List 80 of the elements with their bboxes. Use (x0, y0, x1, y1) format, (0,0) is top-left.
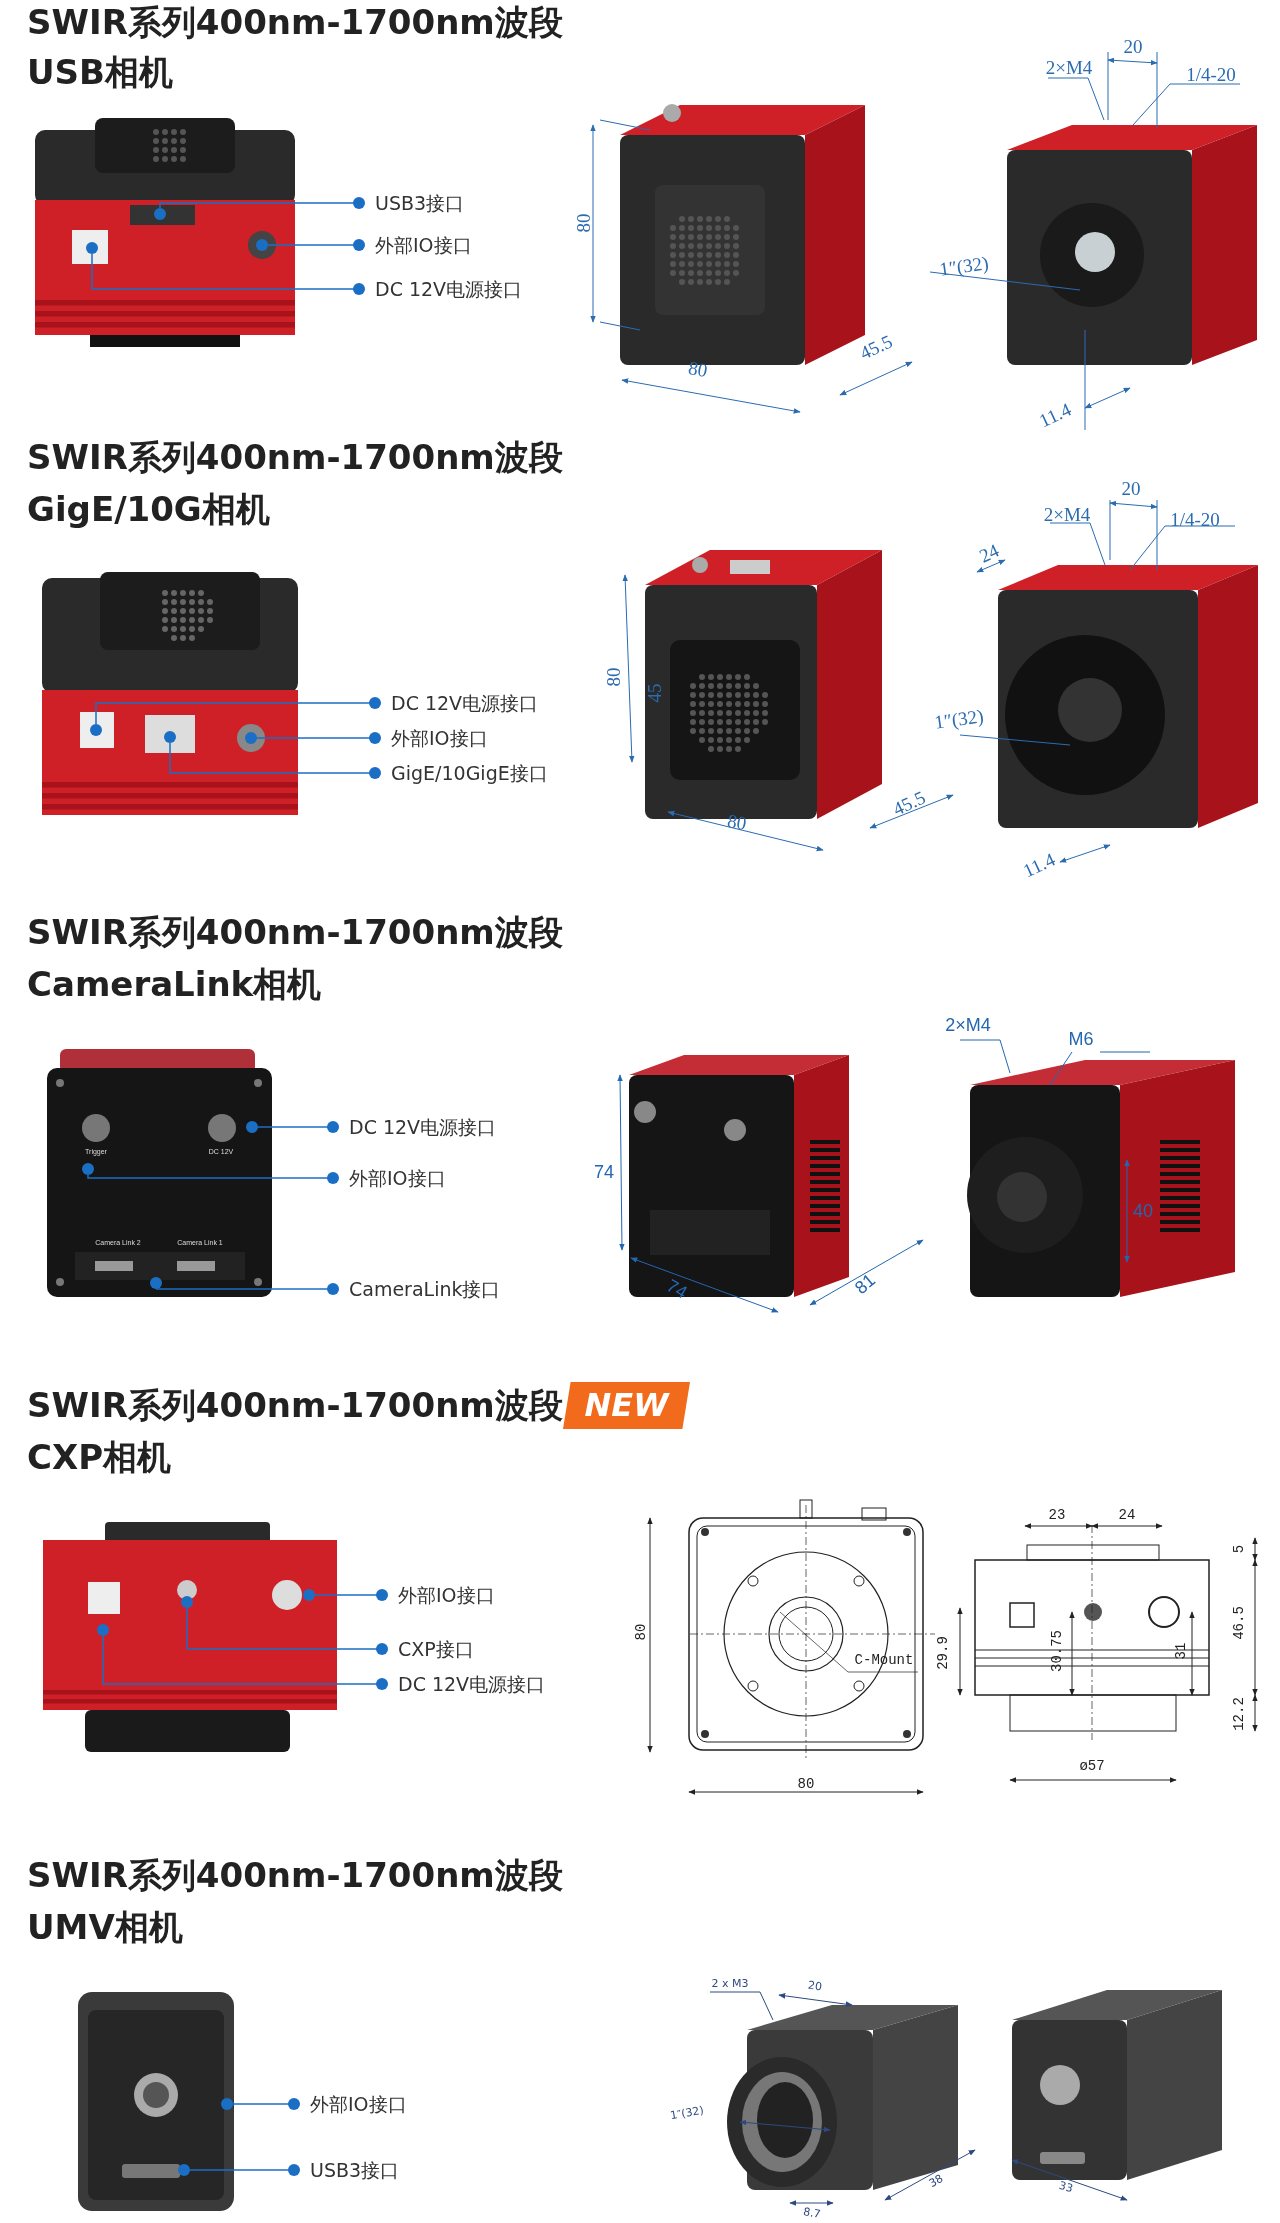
dimension-label: 30.75 (1050, 1630, 1064, 1672)
leader-line (189, 2164, 300, 2176)
leader-line (95, 697, 381, 725)
callout-label: DC 12V电源接口 (375, 277, 523, 301)
dimension-label: 1″(32) (669, 2104, 705, 2122)
dimension-label: 31 (1174, 1642, 1188, 1660)
dimension-label: 80 (797, 1777, 815, 1791)
dimension-label: 74 (594, 1163, 614, 1181)
dimension-label: 81 (851, 1270, 879, 1298)
section-heading: CXP相机 (27, 1437, 172, 1477)
dimension-label: 80 (687, 358, 709, 380)
dimension-label: 20 (1123, 36, 1143, 56)
dimension-label: 80 (573, 213, 593, 233)
dimension-label: 23 (1048, 1508, 1066, 1522)
dimension-label: ø57 (1079, 1759, 1105, 1773)
callout-label: USB3接口 (375, 191, 465, 215)
dimension-label: 2×M4 (945, 1016, 991, 1034)
leader-line (159, 197, 365, 209)
leader-line (91, 253, 365, 295)
dimension-label: 74 (663, 1276, 691, 1302)
section-heading: SWIR系列400nm-1700nm波段 (27, 912, 563, 952)
dimension-label: 20 (807, 1979, 823, 1993)
callout-label: USB3接口 (310, 2158, 400, 2182)
leader-line (314, 1589, 388, 1601)
dimension-label: 2 x M3 (711, 1977, 749, 1989)
dimension-label: 1/4-20 (1186, 64, 1236, 84)
callout-label: 外部IO接口 (375, 233, 472, 257)
dimension-label: 1″(32) (938, 253, 990, 279)
dimension-label: 1″(32) (933, 706, 985, 732)
leader-line (87, 1172, 339, 1184)
leader-line (267, 239, 365, 251)
dimension-label: 24 (976, 540, 1002, 566)
section-heading: SWIR系列400nm-1700nm波段 (27, 2, 563, 42)
leader-line (256, 732, 381, 744)
dimension-label: 20 (1121, 478, 1141, 498)
section-heading: SWIR系列400nm-1700nm波段 (27, 437, 563, 477)
callout-label: 外部IO接口 (391, 726, 488, 750)
leader-line (169, 742, 381, 779)
callout-label: GigE/10GigE接口 (391, 761, 548, 785)
dimension-label: 80 (603, 667, 623, 687)
section-heading: UMV相机 (27, 1907, 183, 1947)
callout-label: CameraLink接口 (349, 1277, 501, 1301)
callout-label: 外部IO接口 (310, 2092, 407, 2116)
dimension-label: 11.4 (1036, 399, 1074, 431)
section-heading: CameraLink相机 (27, 964, 322, 1004)
section-heading: SWIR系列400nm-1700nm波段 (27, 1385, 563, 1425)
dimension-label: 11.4 (1020, 849, 1058, 881)
dimension-label: 29.9 (936, 1636, 950, 1670)
leader-line (102, 1635, 388, 1690)
dimension-label: 80 (634, 1623, 648, 1641)
callout-label: CXP接口 (398, 1637, 474, 1661)
callout-label: 外部IO接口 (349, 1166, 446, 1190)
dimension-label: 24 (1118, 1508, 1136, 1522)
leader-line (186, 1607, 388, 1655)
dimension-label: 12.2 (1232, 1697, 1246, 1731)
dimension-label: 45 (644, 683, 664, 703)
dimension-label: 1/4-20 (1170, 509, 1220, 529)
callout-label: DC 12V电源接口 (391, 691, 539, 715)
leader-line (257, 1121, 339, 1133)
section-heading: SWIR系列400nm-1700nm波段 (27, 1855, 563, 1895)
dimension-label: 2×M4 (1045, 57, 1093, 77)
dimension-label: 8.7 (802, 2206, 822, 2220)
section-heading: USB相机 (27, 52, 173, 92)
dimension-label: 45.5 (856, 331, 896, 363)
leader-line (155, 1283, 339, 1295)
dimension-label: 38 (927, 2172, 945, 2190)
dimension-label: 45.5 (889, 787, 929, 819)
dimension-label: 80 (726, 811, 748, 833)
callout-label: 外部IO接口 (398, 1583, 495, 1607)
new-badge: NEW (563, 1382, 690, 1429)
dimension-label: 40 (1133, 1202, 1153, 1220)
dimension-label: 33 (1057, 2179, 1075, 2195)
callout-label: DC 12V电源接口 (349, 1115, 497, 1139)
dimension-label: 46.5 (1232, 1606, 1246, 1640)
callout-label: DC 12V电源接口 (398, 1672, 546, 1696)
section-heading: GigE/10G相机 (27, 489, 270, 529)
dimension-label: 2×M4 (1043, 504, 1091, 524)
leader-line (232, 2098, 300, 2110)
dimension-label: M6 (1068, 1030, 1094, 1048)
dimension-label: 5 (1232, 1544, 1246, 1554)
